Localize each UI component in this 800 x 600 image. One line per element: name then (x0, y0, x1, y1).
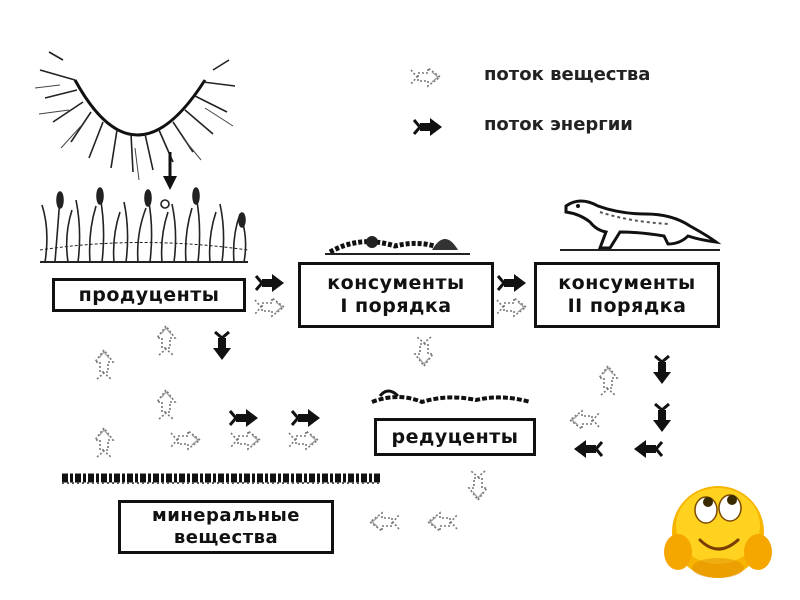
producers-box: продуценты (52, 278, 246, 312)
consumers-1-label-line1: консументы (327, 272, 464, 295)
energy-flow-legend-icon (414, 118, 442, 136)
legend-matter-flow-label: поток вещества (484, 64, 650, 85)
smiley-icon (664, 486, 772, 578)
sun-icon (35, 52, 235, 180)
decomposers-box: редуценты (374, 418, 536, 456)
decomposers-label: редуценты (391, 426, 518, 449)
matter-arrows (95, 298, 617, 531)
weasel-icon (560, 201, 720, 250)
minerals-label-line2: вещества (174, 527, 278, 549)
caterpillar-icon (325, 236, 470, 254)
grass-icon (40, 188, 248, 262)
consumers-2-label-line2: II порядка (568, 295, 687, 318)
legend-energy-flow-label: поток энергии (484, 114, 633, 135)
minerals-label-line1: минеральные (152, 505, 300, 527)
matter-flow-legend-icon (411, 68, 440, 86)
consumers-1-label-line2: I порядка (340, 295, 451, 318)
consumers-2-box: консументы II порядка (534, 262, 720, 328)
soil-icon (62, 478, 380, 483)
minerals-box: минеральные вещества (118, 500, 334, 554)
consumers-2-label-line1: консументы (558, 272, 695, 295)
worm-icon (372, 391, 530, 402)
consumers-1-box: консументы I порядка (298, 262, 494, 328)
producers-label: продуценты (79, 284, 220, 307)
